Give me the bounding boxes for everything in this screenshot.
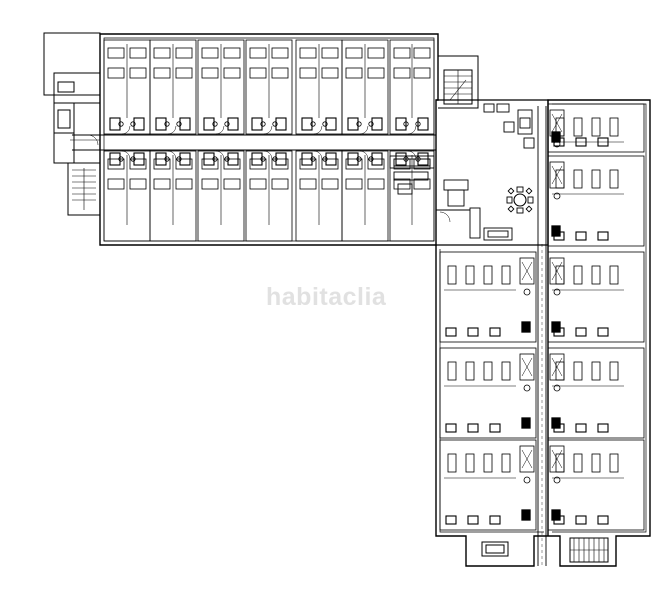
room [547, 439, 645, 531]
room [149, 150, 197, 242]
lobby-core [389, 103, 535, 241]
north-wing-rooms [103, 39, 435, 242]
room [245, 150, 293, 242]
north-corridor [70, 134, 436, 151]
stair-annex-northeast [438, 55, 479, 109]
room [547, 103, 645, 153]
room [547, 347, 645, 439]
room [547, 251, 645, 343]
room [547, 155, 645, 247]
room [439, 439, 537, 531]
south-wing-rooms [439, 103, 645, 531]
room [197, 150, 245, 242]
south-corridor [537, 106, 547, 566]
room [389, 39, 435, 135]
stair-annex-west [43, 32, 101, 216]
room [341, 150, 389, 242]
room [197, 39, 245, 135]
room [245, 39, 293, 135]
room [149, 39, 197, 135]
stair-annex-south [481, 537, 609, 563]
room [103, 39, 151, 135]
room [341, 39, 389, 135]
room [439, 347, 537, 439]
room [439, 251, 537, 343]
